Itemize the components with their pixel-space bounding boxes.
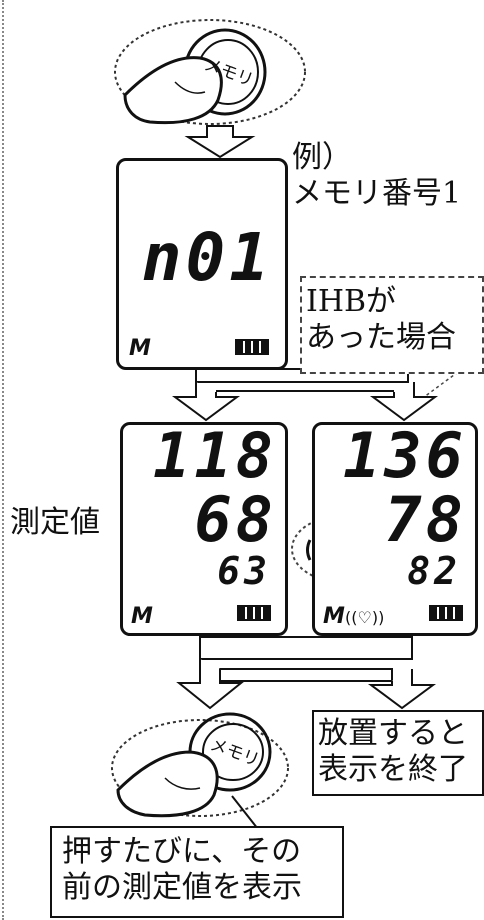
idle-note-line-2: 表示を終了: [318, 752, 468, 787]
press-note-line-1: 押すたびに、その: [62, 834, 302, 869]
ihb-callout-line-1: IHBが: [306, 284, 397, 319]
ihb-callout-line-2: あった場合: [306, 320, 456, 355]
measurement-display-ihb: 136 78 82 M ((♡)): [312, 419, 478, 636]
example-label: 例） メモリ番号1: [292, 140, 461, 212]
memory-mark: M: [323, 604, 345, 629]
press-note-line-2: 前の測定値を表示: [62, 870, 302, 905]
battery-icon: [429, 605, 463, 621]
battery-icon: [235, 339, 269, 355]
memory-number-display: n01 M: [116, 158, 288, 370]
measured-value-label: 測定値: [10, 505, 100, 540]
ihb-callout: IHBが あった場合: [300, 276, 484, 374]
pulse-value: 82: [407, 549, 461, 593]
diastolic-value: 78: [384, 483, 467, 556]
left-margin-guide: [2, 0, 4, 920]
idle-note: 放置すると 表示を終了: [312, 710, 484, 796]
example-line-2: メモリ番号1: [292, 176, 462, 211]
systolic-value: 136: [343, 419, 467, 492]
memory-number-code: n01: [141, 219, 273, 296]
measurement-display-normal: 118 68 63 M: [120, 419, 288, 636]
systolic-value: 118: [153, 419, 277, 492]
example-line-1: 例）: [292, 140, 352, 175]
battery-icon: [237, 605, 271, 621]
press-note: 押すたびに、その 前の測定値を表示: [50, 826, 344, 918]
ihb-heart-icon: ((♡)): [345, 608, 385, 627]
memory-mark: M: [131, 604, 153, 629]
memory-mark: M: [129, 336, 151, 361]
idle-note-line-1: 放置すると: [318, 716, 468, 751]
top-memory-button-illustration: [114, 19, 306, 125]
pulse-value: 63: [217, 549, 271, 593]
diastolic-value: 68: [194, 483, 277, 556]
